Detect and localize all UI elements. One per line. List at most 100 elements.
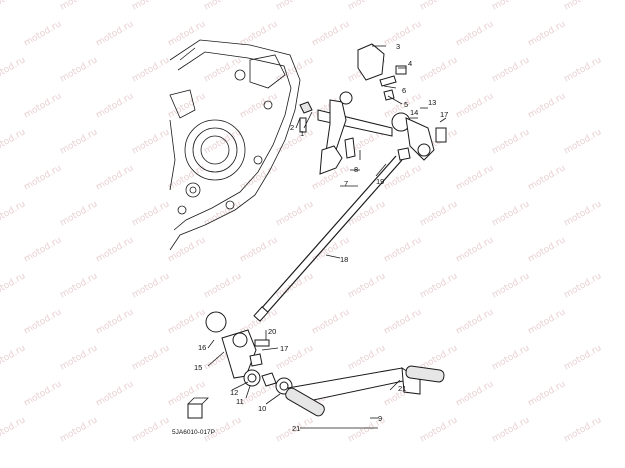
small-clip-icon (187, 397, 209, 419)
watermark-text: motod.ru (0, 0, 27, 13)
shift-arm-lower (205, 311, 293, 395)
callout-labels: 1 2 3 4 5 6 7 8 9 10 11 12 13 14 15 16 1… (172, 42, 448, 436)
watermark-text: motod.ru (131, 0, 172, 13)
watermark-text: motod.ru (455, 235, 496, 264)
watermark-text: motod.ru (167, 307, 208, 336)
watermark-text: motod.ru (59, 199, 100, 228)
callout-17-upper: 17 (440, 110, 448, 119)
watermark-text: motod.ru (0, 271, 27, 300)
callout-9: 9 (378, 414, 382, 423)
watermark-text: motod.ru (23, 163, 64, 192)
watermark-text: motod.ru (527, 235, 568, 264)
watermark-text: motod.ru (563, 415, 604, 444)
watermark-text: motod.ru (23, 19, 64, 48)
callout-11: 11 (236, 397, 244, 406)
watermark-text: motod.ru (563, 0, 604, 13)
watermark-text: motod.ru (59, 271, 100, 300)
watermark-text: motod.ru (275, 55, 316, 84)
watermark-text: motod.ru (59, 343, 100, 372)
watermark-text: motod.ru (0, 343, 27, 372)
watermark-text: motod.ru (455, 163, 496, 192)
watermark-text: motod.ru (167, 163, 208, 192)
watermark-text: motod.ru (311, 307, 352, 336)
watermark-text: motod.ru (203, 199, 244, 228)
watermark-text: motod.ru (563, 127, 604, 156)
watermark-text: motod.ru (491, 415, 532, 444)
diagram-code: 5JA6010-017P (172, 429, 215, 436)
watermark-text: motod.ru (131, 127, 172, 156)
callout-15: 15 (194, 363, 202, 372)
watermark-text: motod.ru (347, 199, 388, 228)
callout-21-right: 21 (398, 384, 406, 393)
watermark-text: motod.ru (167, 235, 208, 264)
watermark-text: motod.ru (419, 271, 460, 300)
watermark-text: motod.ru (95, 379, 136, 408)
watermark-text: motod.ru (203, 271, 244, 300)
watermark-text: motod.ru (527, 307, 568, 336)
callout-18: 18 (340, 255, 348, 264)
watermark-text: motod.ru (0, 127, 27, 156)
watermark-text: motod.ru (0, 55, 27, 84)
watermark-text: motod.ru (455, 379, 496, 408)
watermark-text: motod.ru (383, 163, 424, 192)
watermark-text: motod.ru (527, 163, 568, 192)
watermark-text: motod.ru (167, 91, 208, 120)
shift-shaft-assembly (299, 43, 407, 175)
watermark-text: motod.ru (419, 199, 460, 228)
watermark-text: motod.ru (455, 19, 496, 48)
watermark-text: motod.ru (419, 55, 460, 84)
watermark-text: motod.ru (239, 91, 280, 120)
watermark-text: motod.ru (239, 235, 280, 264)
watermark-text: motod.ru (455, 307, 496, 336)
watermark-text: motod.ru (527, 19, 568, 48)
watermark-text: motod.ru (491, 55, 532, 84)
callout-8: 8 (354, 165, 358, 174)
callout-17-lower: 17 (280, 344, 288, 353)
watermark-text: motod.ru (23, 379, 64, 408)
crankcase-cover (169, 39, 301, 251)
callout-16: 16 (198, 343, 206, 352)
watermark-text: motod.ru (311, 19, 352, 48)
watermark-text: motod.ru (131, 271, 172, 300)
watermark-text: motod.ru (131, 55, 172, 84)
callout-10: 10 (258, 404, 266, 413)
watermark-text: motod.ru (131, 199, 172, 228)
watermark-text: motod.ru (563, 55, 604, 84)
callout-20: 20 (268, 327, 276, 336)
watermark-layer: motod.ru motod.ru motod.ru motod.ru motod.ru… (0, 0, 603, 445)
watermark-text: motod.ru (131, 343, 172, 372)
shift-arm-upper (391, 112, 447, 161)
shift-pedal (285, 365, 445, 417)
callout-2: 2 (290, 123, 294, 132)
callout-13: 13 (428, 98, 436, 107)
callout-3: 3 (396, 42, 400, 51)
watermark-text: motod.ru (527, 379, 568, 408)
watermark-text: motod.ru (275, 127, 316, 156)
shift-rod (253, 155, 403, 322)
watermark-text: motod.ru (563, 271, 604, 300)
watermark-text: motod.ru (491, 271, 532, 300)
watermark-text: motod.ru (95, 307, 136, 336)
watermark-text: motod.ru (491, 0, 532, 13)
watermark-text: motod.ru (95, 19, 136, 48)
callout-21-left: 21 (292, 424, 300, 433)
watermark-text: motod.ru (527, 91, 568, 120)
callout-12: 12 (230, 388, 238, 397)
watermark-text: motod.ru (131, 415, 172, 444)
watermark-text: motod.ru (491, 343, 532, 372)
callout-19: 19 (376, 177, 384, 186)
watermark-text: motod.ru (347, 343, 388, 372)
watermark-text: motod.ru (95, 235, 136, 264)
callout-1: 1 (300, 129, 304, 138)
watermark-text: motod.ru (203, 0, 244, 13)
watermark-text: motod.ru (563, 199, 604, 228)
callout-5: 5 (404, 100, 408, 109)
callout-4: 4 (408, 59, 412, 68)
leader-lines (207, 45, 447, 429)
watermark-text: motod.ru (95, 91, 136, 120)
watermark-text: motod.ru (419, 0, 460, 13)
watermark-text: motod.ru (23, 91, 64, 120)
watermark-text: motod.ru (347, 0, 388, 13)
watermark-text: motod.ru (0, 415, 27, 444)
